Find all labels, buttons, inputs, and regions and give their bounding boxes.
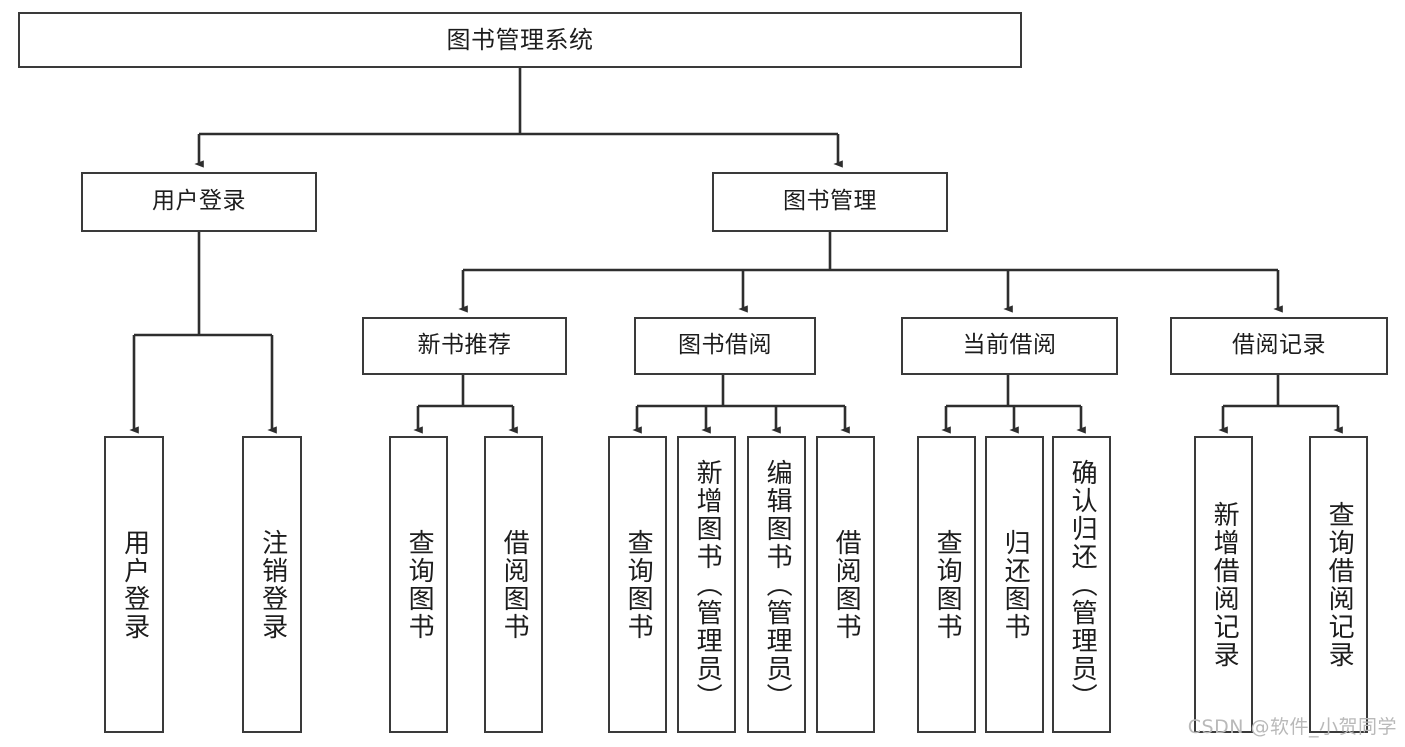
leaf-query-book-current[interactable]: 查询图书	[917, 436, 976, 733]
leaf-return-book[interactable]: 归还图书	[985, 436, 1044, 733]
leaf-logout[interactable]: 注销登录	[242, 436, 302, 733]
node-current-borrowing[interactable]: 当前借阅	[901, 317, 1118, 375]
leaf-query-borrowing-record[interactable]: 查询借阅记录	[1309, 436, 1368, 733]
node-book-borrowing[interactable]: 图书借阅	[634, 317, 816, 375]
node-label: 当前借阅	[962, 332, 1057, 359]
node-borrowing-record[interactable]: 借阅记录	[1170, 317, 1388, 375]
node-new-book-recommendation[interactable]: 新书推荐	[362, 317, 567, 375]
node-label: 查询图书	[932, 528, 963, 641]
node-label: 查询图书	[623, 528, 654, 641]
node-label: 确认归还（管理员）	[1067, 458, 1098, 711]
node-label: 用户登录	[152, 188, 246, 215]
leaf-edit-book-admin[interactable]: 编辑图书（管理员）	[747, 436, 806, 733]
node-label: 借阅图书	[499, 528, 530, 641]
node-label: 图书管理系统	[446, 25, 594, 54]
node-label: 查询借阅记录	[1324, 500, 1355, 669]
node-label: 归还图书	[1000, 528, 1031, 641]
leaf-borrow-book-new-book[interactable]: 借阅图书	[484, 436, 543, 733]
leaf-query-book-borrowing[interactable]: 查询图书	[608, 436, 667, 733]
node-label: 新书推荐	[417, 332, 512, 359]
leaf-add-book-admin[interactable]: 新增图书（管理员）	[677, 436, 736, 733]
csdn-watermark: CSDN @软件_小贺同学	[1187, 716, 1397, 738]
node-label: 编辑图书（管理员）	[762, 458, 793, 711]
node-label: 新增图书（管理员）	[692, 458, 723, 711]
node-label: 注销登录	[257, 528, 288, 641]
leaf-user-login[interactable]: 用户登录	[104, 436, 164, 733]
leaf-query-book-new-book[interactable]: 查询图书	[389, 436, 448, 733]
node-label: 图书管理	[783, 188, 877, 215]
node-label: 新增借阅记录	[1209, 500, 1240, 669]
node-label: 查询图书	[404, 528, 435, 641]
node-label: 图书借阅	[678, 332, 772, 359]
node-label: 借阅记录	[1232, 332, 1326, 359]
leaf-confirm-return-admin[interactable]: 确认归还（管理员）	[1052, 436, 1111, 733]
leaf-borrow-book-borrowing[interactable]: 借阅图书	[816, 436, 875, 733]
node-root-book-management-system[interactable]: 图书管理系统	[18, 12, 1022, 68]
leaf-add-borrowing-record[interactable]: 新增借阅记录	[1194, 436, 1253, 733]
node-label: 借阅图书	[831, 528, 862, 641]
node-label: 用户登录	[119, 528, 150, 641]
node-book-management[interactable]: 图书管理	[712, 172, 948, 232]
node-user-login[interactable]: 用户登录	[81, 172, 317, 232]
